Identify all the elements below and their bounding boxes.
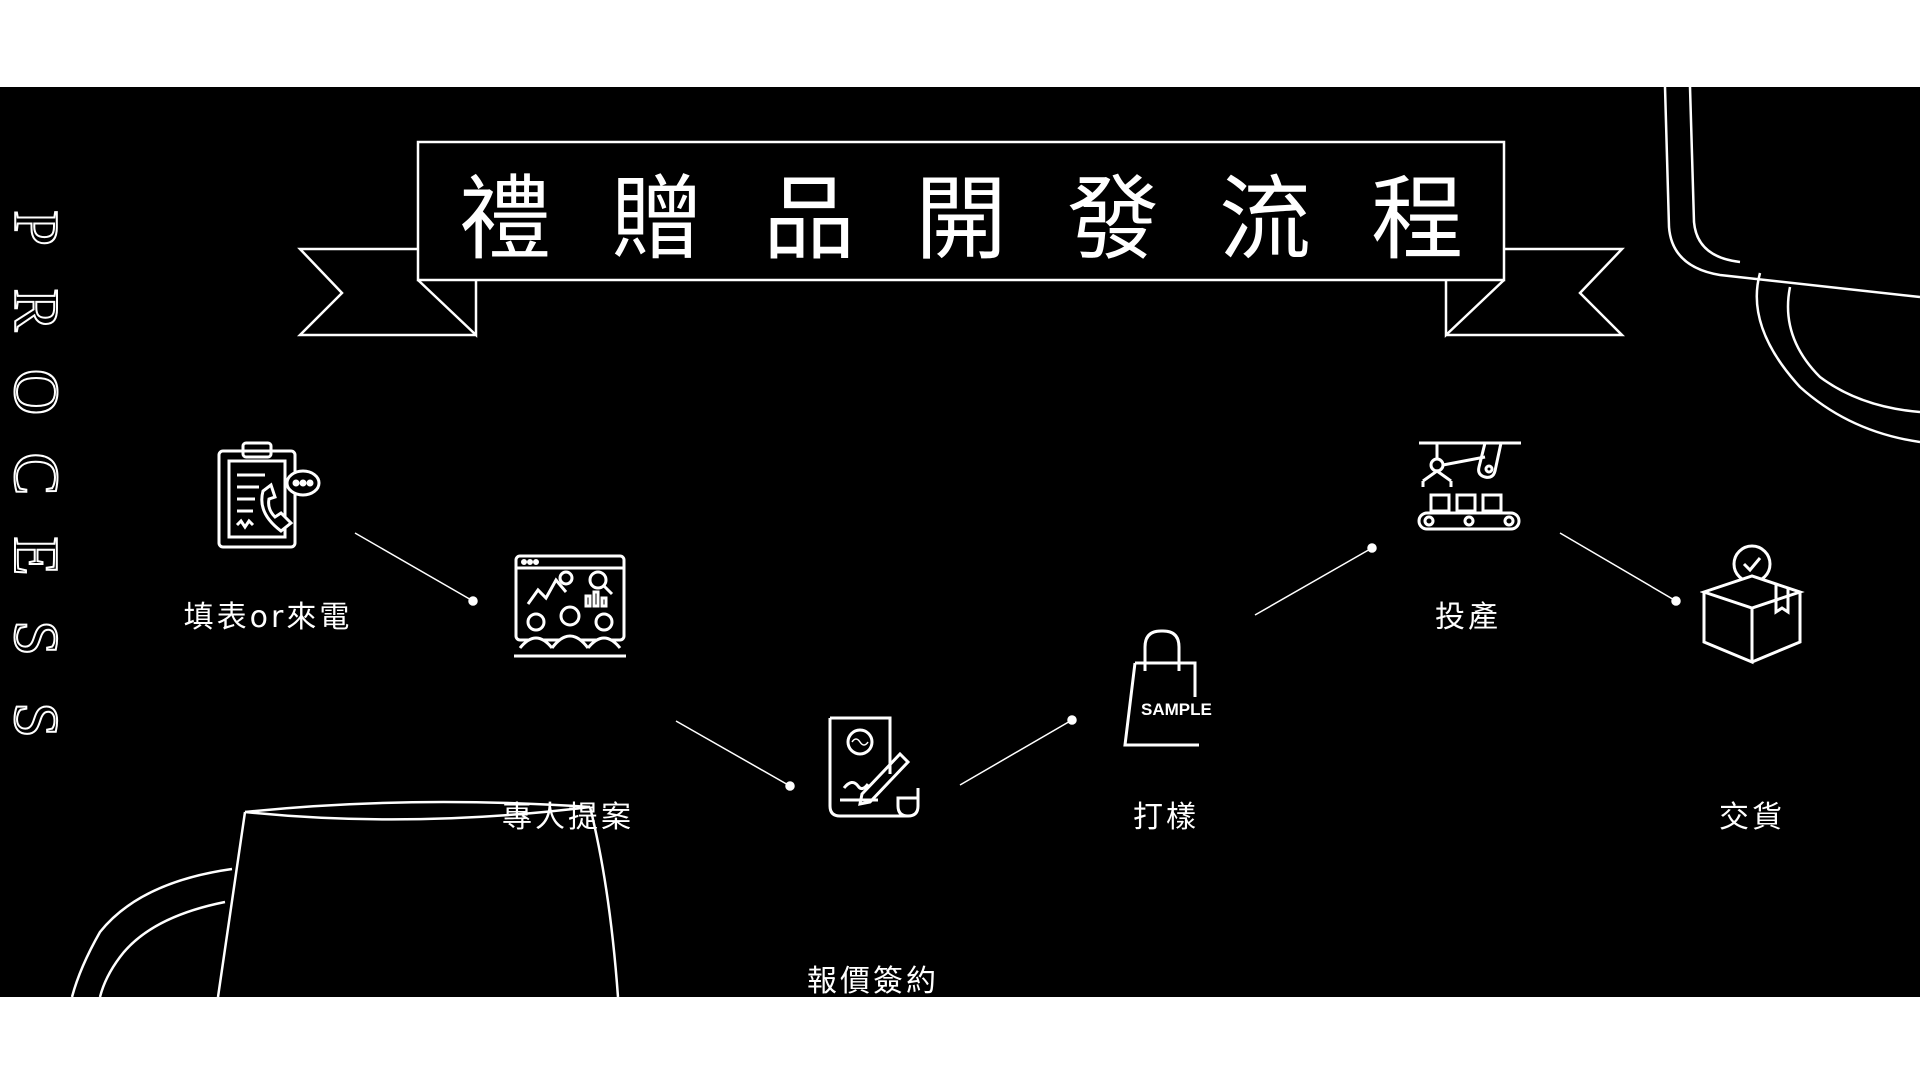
step-label-form-or-call: 填表or來電 bbox=[183, 600, 353, 635]
process-letter: C bbox=[0, 452, 73, 497]
clipboard-phone-icon bbox=[217, 441, 321, 549]
presentation-icon bbox=[514, 554, 626, 658]
production-line-icon bbox=[1417, 441, 1521, 531]
sample-bag-text: SAMPLE bbox=[1141, 700, 1212, 719]
process-letter: O bbox=[0, 368, 73, 416]
process-letter: S bbox=[0, 619, 73, 657]
contract-sign-icon bbox=[828, 716, 920, 818]
decoration-layer bbox=[70, 87, 1920, 997]
process-panel: P R O C E S S 禮贈品開發流程 填表or來電 專人 bbox=[0, 87, 1920, 997]
step-label-proposal: 專人提案 bbox=[502, 800, 634, 835]
step-label-delivery: 交貨 bbox=[1719, 800, 1785, 835]
page-title: 禮贈品開發流程 bbox=[459, 165, 1524, 273]
process-letter: P bbox=[0, 209, 73, 247]
mug-bottom-left bbox=[70, 800, 620, 997]
step-label-sampling: 打樣 bbox=[1133, 800, 1199, 835]
title-ribbon bbox=[296, 140, 1626, 338]
process-letter: E bbox=[0, 535, 73, 576]
delivery-box-icon bbox=[1700, 544, 1805, 665]
sample-bag-icon: SAMPLE bbox=[1123, 629, 1212, 747]
process-vertical-label: P R O C E S S bbox=[0, 187, 73, 761]
connector-lines bbox=[354, 532, 1681, 791]
process-letter: R bbox=[0, 288, 73, 333]
process-letter: S bbox=[0, 701, 73, 739]
step-label-quote-contract: 報價簽約 bbox=[807, 964, 939, 997]
mug-top-right bbox=[1663, 87, 1920, 444]
step-label-production: 投產 bbox=[1435, 600, 1501, 635]
